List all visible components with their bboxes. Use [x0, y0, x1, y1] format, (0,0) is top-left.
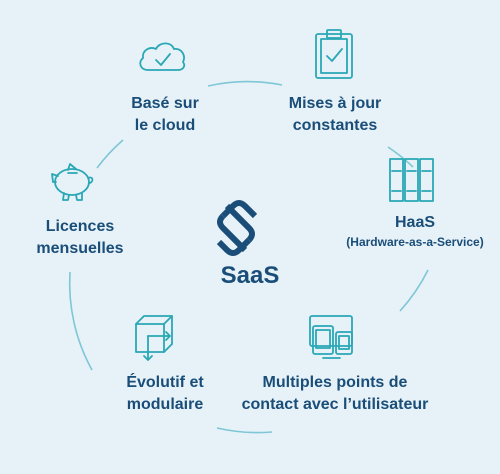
- scalable-cube-icon: [135, 315, 173, 361]
- item-touchpoints-line-2: contact avec l’utilisateur: [241, 396, 429, 413]
- ring-arc-top: [207, 80, 283, 87]
- ring-arc-top-left: [96, 139, 124, 169]
- saas-logo-icon: [216, 200, 258, 256]
- item-updates-line-2: constantes: [292, 117, 378, 134]
- ring-arc-right: [399, 269, 429, 312]
- center-title: SaaS: [220, 262, 280, 289]
- item-haas-subtitle: (Hardware-as-a-Service): [346, 235, 484, 249]
- item-haas-line-1: HaaS: [394, 214, 436, 231]
- item-scalable-line-1: Évolutif et: [126, 374, 204, 391]
- item-cloud-line-1: Basé sur: [131, 95, 199, 112]
- item-haas-label: HaaS (Hardware-as-a-Service): [330, 212, 500, 250]
- ring: [68, 80, 429, 434]
- ring-arc-top-right: [387, 146, 414, 168]
- devices-icon: [309, 315, 353, 359]
- item-licences-line-2: mensuelles: [36, 240, 124, 257]
- ring-arc-bottom-left: [68, 271, 93, 371]
- item-cloud-line-2: le cloud: [134, 117, 196, 134]
- clipboard-check-icon: [315, 29, 353, 79]
- item-licences-line-1: Licences: [45, 218, 115, 235]
- item-updates-line-1: Mises à jour: [288, 95, 382, 112]
- server-rack-icon: [389, 158, 434, 202]
- item-cloud-label: Basé sur le cloud: [100, 93, 230, 137]
- piggy-bank-icon: [51, 163, 94, 201]
- item-touchpoints-label: Multiples points de contact avec l’utili…: [225, 372, 445, 416]
- ring-arc-bottom: [216, 427, 273, 434]
- item-scalable-line-2: modulaire: [126, 396, 204, 413]
- item-scalable-label: Évolutif et modulaire: [100, 372, 230, 416]
- item-touchpoints-line-1: Multiples points de: [262, 374, 408, 391]
- cloud-check-icon: [139, 42, 186, 71]
- item-licences-label: Licences mensuelles: [20, 216, 140, 260]
- item-updates-label: Mises à jour constantes: [270, 93, 400, 137]
